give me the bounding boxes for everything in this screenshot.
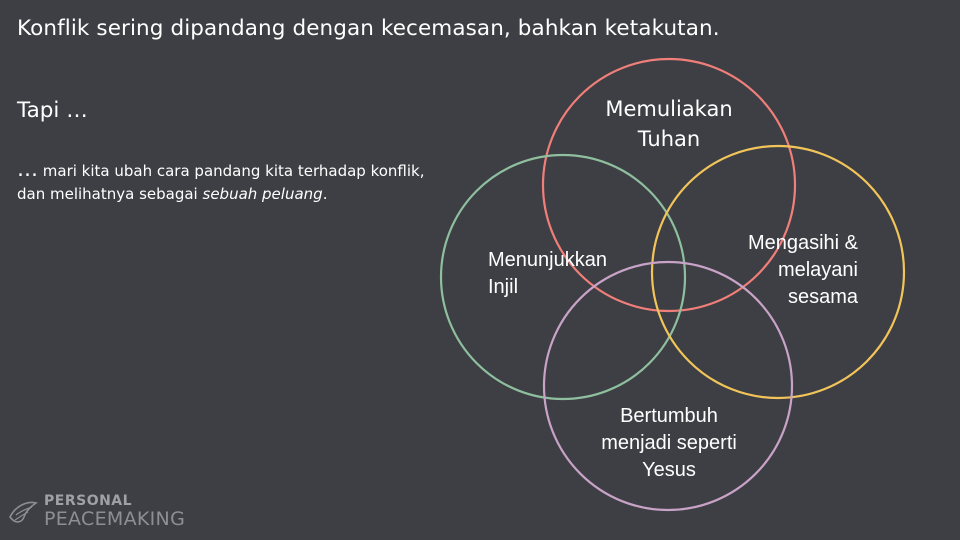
venn-circle-glorify — [541, 57, 797, 313]
logo-text: PERSONAL PEACEMAKING — [44, 493, 185, 530]
venn-circle-serve — [650, 144, 906, 400]
brand-logo: PERSONAL PEACEMAKING — [6, 493, 185, 530]
venn-label-glorify: Memuliakan Tuhan — [560, 94, 778, 154]
body-emphasis: sebuah peluang — [202, 185, 323, 203]
body-line-2: dan melihatnya sebagai — [17, 185, 203, 203]
body-line-1: mari kita ubah cara pandang kita terhada… — [38, 162, 425, 180]
venn-label-gospel: Menunjukkan Injil — [488, 247, 607, 301]
venn-circle-gospel — [439, 153, 687, 401]
subheading: Tapi … — [17, 98, 88, 123]
body-end: . — [322, 185, 328, 203]
venn-circle-grow — [542, 260, 794, 512]
venn-label-line: Yesus — [642, 459, 696, 481]
venn-label-line: Tuhan — [637, 127, 701, 151]
venn-label-line: Bertumbuh — [620, 405, 718, 427]
venn-label-line: Menunjukkan — [488, 249, 607, 271]
page-title: Konflik sering dipandang dengan kecemasa… — [17, 16, 720, 41]
body-paragraph: … mari kita ubah cara pandang kita terha… — [17, 158, 487, 206]
venn-label-line: Mengasihi & — [747, 232, 858, 254]
venn-label-line: Injil — [488, 276, 519, 298]
venn-label-grow: Bertumbuh menjadi seperti Yesus — [580, 403, 758, 484]
venn-label-line: sesama — [787, 286, 858, 308]
logo-line-1: PERSONAL — [44, 493, 133, 509]
logo-line-2: PEACEMAKING — [44, 508, 186, 530]
venn-label-line: melayani — [777, 259, 858, 281]
venn-label-line: Memuliakan — [605, 97, 733, 121]
ellipsis-lead: … — [17, 157, 38, 181]
dove-icon — [9, 501, 38, 523]
venn-label-line: menjadi seperti — [601, 432, 737, 454]
venn-label-serve: Mengasihi & melayani sesama — [700, 230, 858, 311]
